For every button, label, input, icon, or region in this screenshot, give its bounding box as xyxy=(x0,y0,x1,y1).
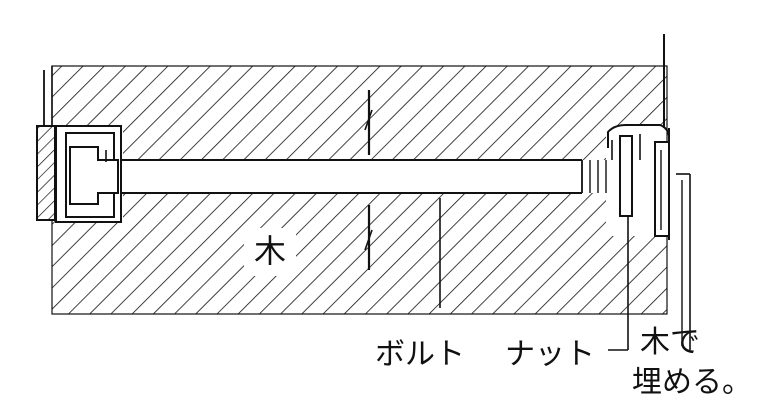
bolt-shaft xyxy=(118,159,607,194)
nut-assembly xyxy=(607,124,670,237)
left-outer-member xyxy=(36,66,56,221)
wood-fill-label-line1: 木で xyxy=(640,325,700,360)
wood-member xyxy=(51,65,668,315)
leader-lines xyxy=(439,198,629,351)
wood-label: 木 xyxy=(254,232,286,270)
wood-filler xyxy=(676,173,691,350)
washer xyxy=(619,135,633,217)
nut-label: ナット xyxy=(505,337,595,372)
bolt-head xyxy=(55,125,122,223)
wood-fill-label-line2: 埋める。 xyxy=(632,365,752,400)
nut xyxy=(654,141,670,237)
bolt-label: ボルト xyxy=(375,337,465,372)
joint-line xyxy=(364,90,373,270)
